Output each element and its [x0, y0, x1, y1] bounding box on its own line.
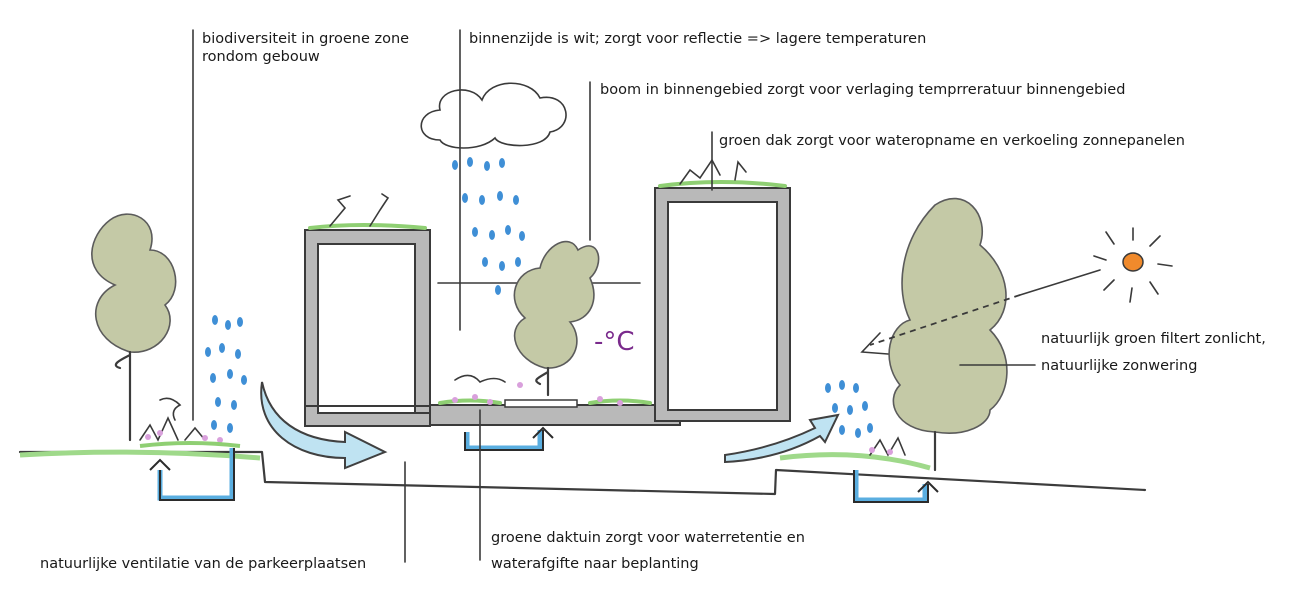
label-roof-garden-line1: groene daktuin zorgt voor waterretentie …: [491, 530, 805, 546]
label-ventilation: natuurlijke ventilatie van de parkeerpla…: [40, 556, 366, 572]
right-ground-plants: [869, 436, 906, 457]
left-tree: [91, 213, 177, 442]
left-ground-plants: [139, 397, 241, 448]
label-natural-filter-line1: natuurlijk groen filtert zonlicht,: [1041, 331, 1266, 347]
left-ventilation-arrow: [260, 381, 388, 470]
right-tree: [888, 197, 1008, 472]
courtyard-tree: [513, 240, 600, 397]
middle-water-pipe: [464, 426, 554, 451]
label-roof-garden-line2: waterafgifte naar beplanting: [491, 556, 699, 572]
temperature-mark: -°C: [594, 327, 635, 357]
label-tree-inner: boom in binnengebied zorgt voor verlagin…: [600, 82, 1125, 98]
right-rain: [825, 380, 873, 438]
left-rain: [205, 315, 247, 433]
left-building: [304, 193, 431, 427]
ground-line: [18, 449, 1147, 496]
sun: [860, 227, 1173, 355]
left-water-pipe: [149, 448, 235, 501]
label-natural-filter-line2: natuurlijke zonwering: [1041, 358, 1197, 374]
right-building: [654, 158, 791, 422]
right-ventilation-arrow: [724, 413, 840, 464]
middle-rain: [452, 157, 525, 295]
label-biodiversity-line2: rondom gebouw: [202, 49, 320, 65]
annotations: biodiversiteit in groene zone rondom geb…: [40, 31, 1266, 572]
leader-lines: [192, 29, 1036, 563]
label-green-roof: groen dak zorgt voor wateropname en verk…: [719, 133, 1185, 149]
right-water-pipe: [853, 470, 939, 503]
middle-courtyard-base: [429, 374, 681, 426]
label-biodiversity-line1: biodiversiteit in groene zone: [202, 31, 409, 47]
cloud: [420, 82, 567, 149]
temperature-text: -°C: [594, 327, 635, 357]
label-inner-white: binnenzijde is wit; zorgt voor reflectie…: [469, 31, 926, 47]
